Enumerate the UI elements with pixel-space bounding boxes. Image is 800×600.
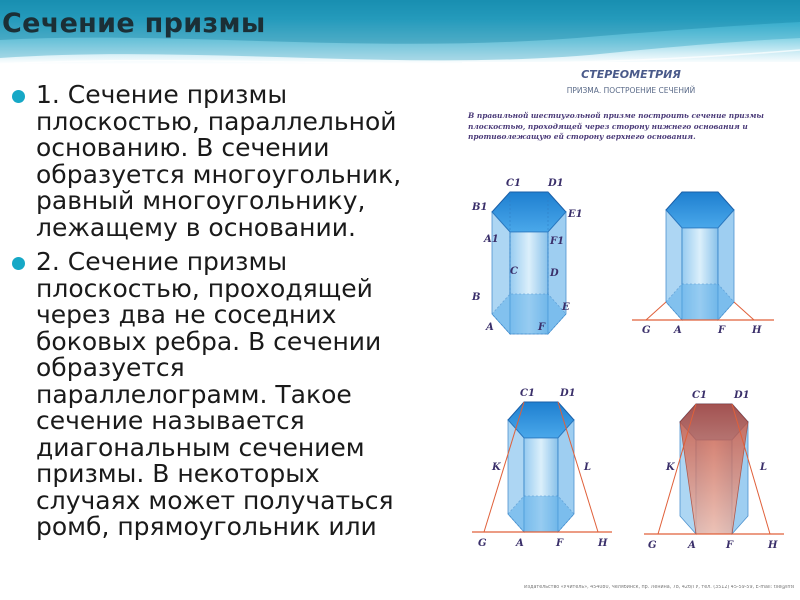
construction-line	[657, 403, 697, 535]
header-band	[0, 0, 800, 64]
bullet-line: 2. Сечение призмы	[36, 247, 288, 276]
bullet-line: основанию. В сечении	[36, 133, 330, 162]
bullet-item-1: 1. Сечение призмы плоскостью, параллельн…	[10, 80, 480, 242]
label-l: L	[759, 462, 767, 473]
construction-line	[483, 401, 525, 533]
bullet-line: образуется многоугольник,	[36, 159, 402, 189]
label-a1: A1	[483, 234, 499, 245]
bullet-line: ромб, прямоугольник или	[36, 512, 377, 541]
label-c1: C1	[506, 178, 521, 189]
label-c1: C1	[520, 388, 535, 399]
prism-4: C1 D1 K L G A F H	[644, 390, 784, 551]
slide-title: Сечение призмы	[2, 8, 266, 39]
header-wave-decoration	[0, 0, 800, 65]
label-a: A	[673, 325, 682, 336]
label-f: F	[725, 540, 734, 551]
bullet-dot-icon	[12, 90, 25, 103]
label-g: G	[478, 538, 487, 549]
bullet-list: 1. Сечение призмы плоскостью, параллельн…	[10, 80, 480, 541]
label-g: G	[648, 540, 657, 551]
label-k: K	[665, 462, 676, 473]
label-l: L	[583, 462, 591, 473]
label-c: C	[510, 266, 518, 277]
prism-section-figure: СТЕРЕОМЕТРИЯ ПРИЗМА. ПОСТРОЕНИЕ СЕЧЕНИЙ …	[462, 62, 800, 600]
bullet-line: плоскостью, проходящей	[36, 273, 373, 303]
bullet-line: плоскостью, параллельной	[36, 106, 397, 136]
label-d1: D1	[559, 388, 576, 399]
bullet-line: сечение называется	[36, 406, 305, 435]
label-a: A	[687, 540, 696, 551]
construction-line	[731, 403, 771, 535]
bullet-line: 1. Сечение призмы	[36, 80, 288, 109]
bullet-line: диагональным сечением	[36, 432, 365, 462]
construction-line	[557, 401, 599, 533]
label-h: H	[597, 538, 608, 549]
label-h: H	[751, 325, 762, 336]
label-e1: E1	[567, 209, 583, 220]
bullet-dot-icon	[12, 257, 25, 270]
label-g: G	[642, 325, 651, 336]
label-a: A	[485, 322, 494, 333]
label-e: E	[561, 302, 570, 313]
label-b: B	[471, 292, 480, 303]
figure-footer: Издательство «Учитель», 454080, Челябинс…	[524, 585, 794, 590]
figure-title: СТЕРЕОМЕТРИЯ	[581, 68, 681, 81]
construction-line	[733, 301, 755, 321]
label-d1: D1	[733, 390, 750, 401]
task-line: плоскостью, проходящей через сторону ниж…	[468, 121, 748, 131]
label-f: F	[537, 322, 546, 333]
prism-2: G A F H	[632, 191, 774, 336]
bullet-line: боковых ребра. В сечении	[36, 326, 382, 356]
label-h: H	[767, 540, 778, 551]
task-line: противолежащую ей сторону верхнего основ…	[468, 132, 696, 141]
prism-1: C1 D1 B1 E1 A1 F1 C D B E A F	[471, 178, 583, 336]
label-c1: C1	[692, 390, 707, 401]
label-f: F	[717, 325, 726, 336]
label-d1: D1	[547, 178, 564, 189]
label-k: K	[491, 462, 502, 473]
task-line: В правильной шестиугольной призме постро…	[468, 111, 764, 120]
label-d: D	[549, 268, 559, 279]
bullet-line: случаях может получаться	[36, 485, 394, 515]
bullet-line: равный многоугольнику,	[36, 186, 366, 215]
label-f1: F1	[549, 236, 564, 247]
label-f: F	[555, 538, 564, 549]
bullet-line: призмы. В некоторых	[36, 459, 320, 488]
label-b1: B1	[471, 202, 487, 213]
bullet-line: образуется	[36, 353, 185, 382]
bullet-line: лежащему в основании.	[36, 212, 356, 242]
prism-drawings: C1 D1 B1 E1 A1 F1 C D B E A F G A F H	[471, 178, 784, 551]
label-a: A	[515, 538, 524, 549]
bullet-line: параллелограмм. Такое	[36, 379, 352, 409]
figure-task-text: В правильной шестиугольной призме постро…	[468, 111, 790, 143]
bullet-item-2: 2. Сечение призмы плоскостью, проходящей…	[10, 247, 480, 541]
construction-line	[645, 301, 667, 321]
figure-subtitle: ПРИЗМА. ПОСТРОЕНИЕ СЕЧЕНИЙ	[566, 86, 696, 95]
prism-3: C1 D1 K L G A F H	[472, 388, 612, 549]
prism-1-bottom-face	[491, 293, 567, 335]
bullet-line: через два не соседних	[36, 300, 337, 329]
